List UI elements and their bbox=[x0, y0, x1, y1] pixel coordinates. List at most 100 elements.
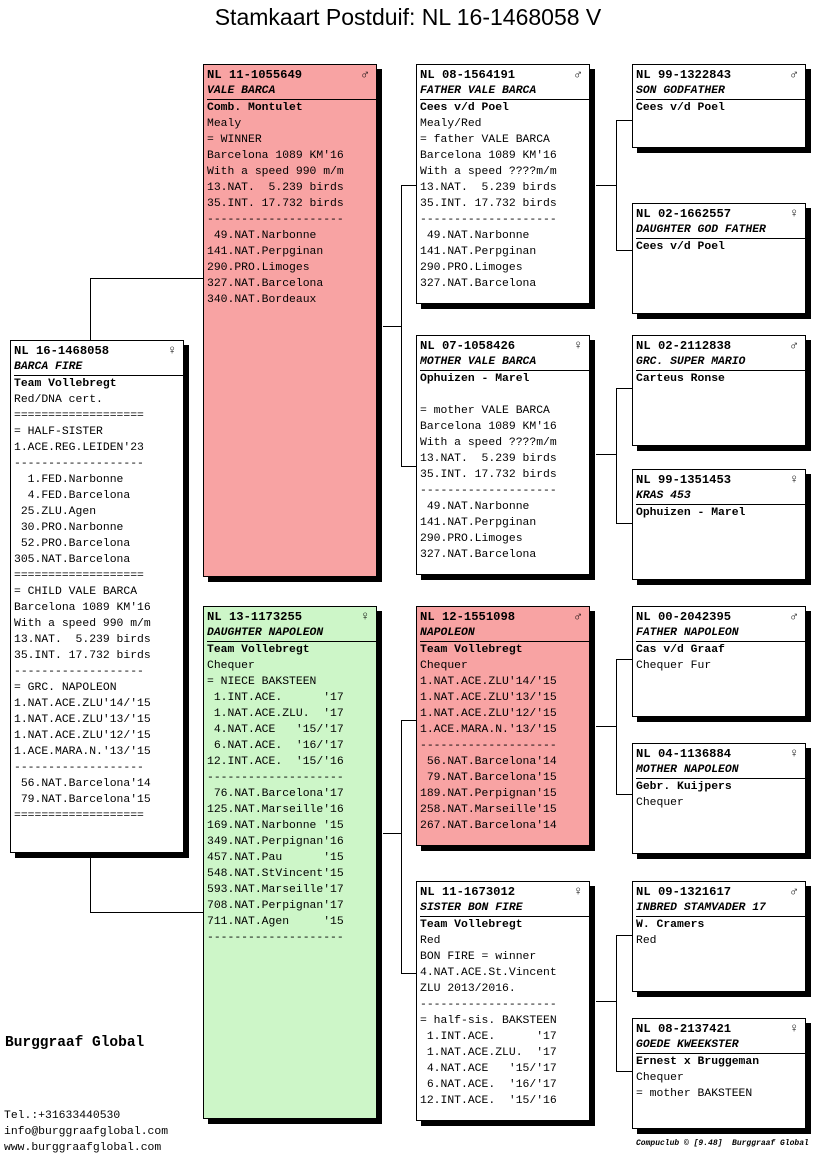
card-line: Barcelona 1089 KM'16 bbox=[207, 150, 344, 162]
card-line: 12.INT.ACE. '15/'16 bbox=[420, 1095, 557, 1107]
owner: Team Vollebregt bbox=[420, 919, 523, 931]
card-line: 1.NAT.ACE.ZLU. '17 bbox=[207, 708, 344, 720]
owner: Comb. Montulet bbox=[207, 102, 303, 114]
card-line: Chequer bbox=[636, 797, 684, 809]
card-line: = HALF-SISTER bbox=[14, 426, 103, 438]
pigeon-card-father-mother[interactable]: NL 07-1058426♀MOTHER VALE BARCA Ophuizen … bbox=[416, 335, 590, 575]
card-line: -------------------- bbox=[420, 999, 557, 1011]
card-line: 327.NAT.Barcelona bbox=[420, 549, 537, 561]
connector bbox=[616, 388, 617, 523]
card-line: 290.PRO.Limoges bbox=[207, 262, 310, 274]
card-header: NL 11-1055649♂ bbox=[207, 67, 372, 83]
card-line: =================== bbox=[14, 570, 144, 582]
card-line: Chequer bbox=[636, 1072, 684, 1084]
connector bbox=[616, 659, 633, 660]
owner: Ernest x Bruggeman bbox=[636, 1056, 760, 1068]
connector bbox=[401, 466, 417, 467]
card-line: Barcelona 1089 KM'16 bbox=[420, 421, 557, 433]
card-line: Chequer Fur bbox=[636, 660, 712, 672]
card-line: 290.PRO.Limoges bbox=[420, 262, 523, 274]
card-line: 6.NAT.ACE. '16/'17 bbox=[207, 740, 344, 752]
card-line: 1.NAT.ACE.ZLU'12/'15 bbox=[14, 730, 151, 742]
card-line: 327.NAT.Barcelona bbox=[420, 278, 537, 290]
connector bbox=[596, 726, 616, 727]
card-line: 1.NAT.ACE.ZLU'13/'15 bbox=[420, 692, 557, 704]
ring-number: NL 07-1058426 bbox=[420, 339, 516, 353]
card-line: 49.NAT.Narbonne bbox=[420, 230, 530, 242]
card-line: 1.NAT.ACE.ZLU'14/'15 bbox=[14, 698, 151, 710]
connector bbox=[616, 1071, 633, 1072]
connector bbox=[90, 278, 204, 279]
owner: Ophuizen - Marel bbox=[420, 373, 530, 385]
card-header: NL 07-1058426♀ bbox=[420, 338, 585, 354]
connector bbox=[596, 1001, 616, 1002]
pigeon-name: MOTHER VALE BARCA bbox=[420, 354, 589, 371]
contact-phone: Tel.:+31633440530 bbox=[4, 1110, 121, 1122]
card-line: 1.FED.Narbonne bbox=[14, 474, 124, 486]
card-line: = mother BAKSTEEN bbox=[636, 1088, 753, 1100]
connector bbox=[596, 185, 616, 186]
owner: W. Cramers bbox=[636, 919, 705, 931]
card-header: NL 99-1351453♀ bbox=[636, 472, 801, 488]
card-line: 35.INT. 17.732 birds bbox=[207, 198, 344, 210]
pigeon-name: VALE BARCA bbox=[207, 83, 376, 100]
sex-icon: ♂ bbox=[790, 884, 798, 899]
card-line: With a speed ????m/m bbox=[420, 437, 557, 449]
card-line: ZLU 2013/2016. bbox=[420, 983, 516, 995]
card-line: 267.NAT.Barcelona'14 bbox=[420, 820, 557, 832]
card-line: Red bbox=[636, 935, 657, 947]
pigeon-name: DAUGHTER NAPOLEON bbox=[207, 625, 376, 642]
pigeon-name: NAPOLEON bbox=[420, 625, 589, 642]
card-line: -------------------- bbox=[207, 932, 344, 944]
pigeon-name: FATHER VALE BARCA bbox=[420, 83, 589, 100]
card-line: -------------------- bbox=[420, 740, 557, 752]
card-header: NL 02-2112838♂ bbox=[636, 338, 801, 354]
pigeon-name: MOTHER NAPOLEON bbox=[636, 762, 805, 779]
card-line: 56.NAT.Barcelona'14 bbox=[420, 756, 557, 768]
card-line: With a speed 990 m/m bbox=[14, 618, 151, 630]
ring-number: NL 08-1564191 bbox=[420, 68, 516, 82]
card-line: BON FIRE = winner bbox=[420, 951, 537, 963]
card-line: 4.FED.Barcelona bbox=[14, 490, 131, 502]
card-line: = half-sis. BAKSTEEN bbox=[420, 1015, 557, 1027]
connector bbox=[401, 973, 417, 974]
contact-website[interactable]: www.burggraafglobal.com bbox=[4, 1142, 162, 1154]
card-line: Red bbox=[420, 935, 441, 947]
footer-credit: Compuclub © [9.48] Burggraaf Global bbox=[636, 1139, 809, 1148]
contact-email[interactable]: info@burggraafglobal.com bbox=[4, 1126, 169, 1138]
ring-number: NL 11-1055649 bbox=[207, 68, 303, 82]
sex-icon: ♀ bbox=[361, 609, 369, 624]
card-line: 13.NAT. 5.239 birds bbox=[420, 182, 557, 194]
owner: Gebr. Kuijpers bbox=[636, 781, 732, 793]
ring-number: NL 08-2137421 bbox=[636, 1022, 732, 1036]
card-line: 49.NAT.Narbonne bbox=[420, 501, 530, 513]
pigeon-name: BARCA FIRE bbox=[14, 359, 183, 376]
sex-icon: ♀ bbox=[168, 343, 176, 358]
card-line: 349.NAT.Perpignan'16 bbox=[207, 836, 344, 848]
card-line: 708.NAT.Perpignan'17 bbox=[207, 900, 344, 912]
connector bbox=[616, 120, 617, 250]
sex-icon: ♂ bbox=[790, 609, 798, 624]
card-line: 1.NAT.ACE.ZLU'13/'15 bbox=[14, 714, 151, 726]
card-line: =================== bbox=[14, 810, 144, 822]
card-header: NL 99-1322843♂ bbox=[636, 67, 801, 83]
card-line: 1.NAT.ACE.ZLU'14/'15 bbox=[420, 676, 557, 688]
connector bbox=[616, 523, 633, 524]
card-line: Mealy bbox=[207, 118, 242, 130]
card-line: 52.PRO.Barcelona bbox=[14, 538, 131, 550]
card-line: 593.NAT.Marseille'17 bbox=[207, 884, 344, 896]
